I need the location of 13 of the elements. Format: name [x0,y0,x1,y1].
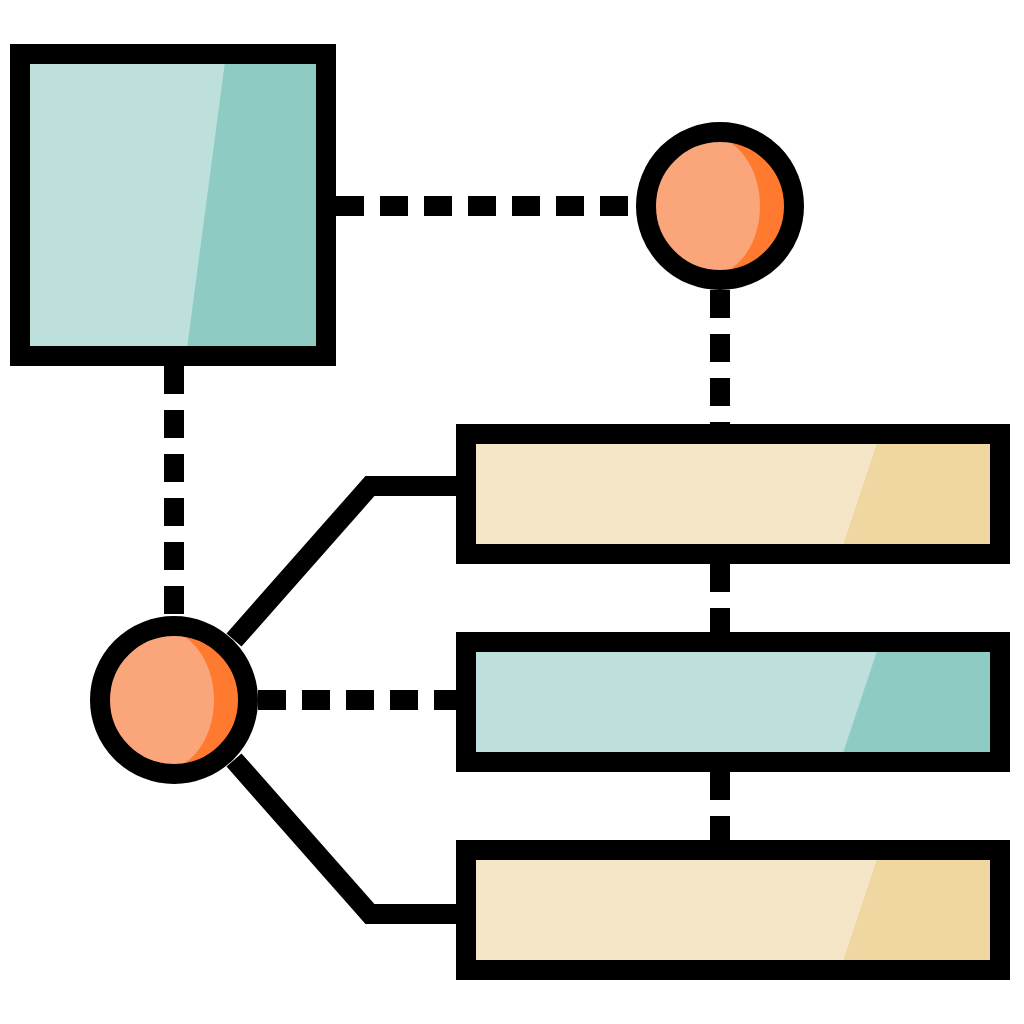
connector-line [710,564,730,632]
bar-node [456,424,1010,564]
connector-line [258,690,456,710]
square-node [10,44,336,366]
circle-node [636,122,804,290]
circle-node [90,616,258,784]
connector-line [226,753,456,924]
connector-line [710,290,730,424]
bar-node [456,840,1010,980]
connector-line [164,366,184,616]
connector-line [226,476,456,647]
connector-line [710,772,730,840]
bar-node [456,632,1010,772]
